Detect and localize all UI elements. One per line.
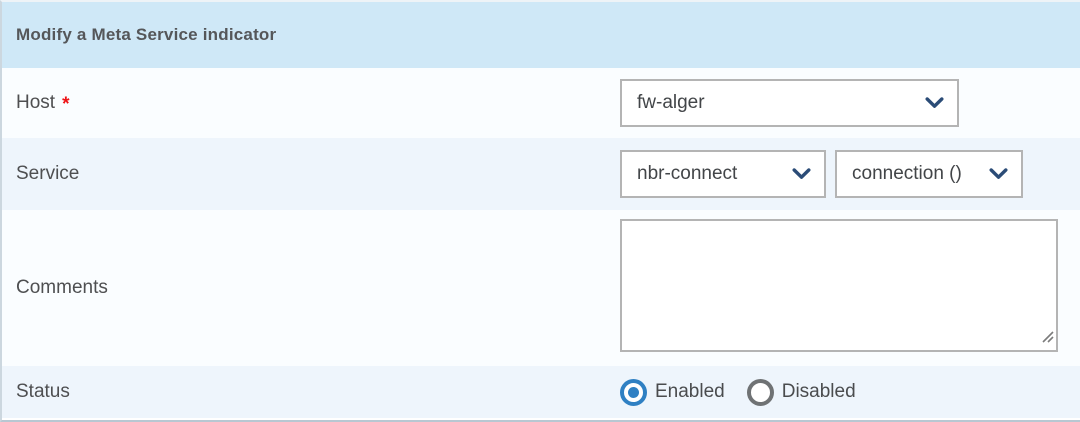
host-field-cell: fw-alger: [620, 79, 1080, 127]
comments-textarea-wrap: [620, 219, 1058, 352]
form-title: Modify a Meta Service indicator: [2, 2, 1080, 68]
service-row: Service nbr-connect connection (): [2, 138, 1080, 210]
comments-label-cell: Comments: [2, 277, 620, 299]
status-enabled-label: Enabled: [655, 381, 725, 402]
comments-textarea[interactable]: [620, 219, 1058, 352]
status-disabled-label: Disabled: [781, 381, 856, 402]
status-label-cell: Status: [2, 381, 620, 403]
host-row: Host * fw-alger: [2, 68, 1080, 138]
chevron-down-icon: [792, 168, 811, 180]
host-label: Host: [16, 92, 56, 113]
status-field-cell: Enabled Disabled: [620, 378, 1080, 406]
status-disabled-option[interactable]: Disabled: [746, 378, 856, 406]
status-enabled-option[interactable]: Enabled: [620, 378, 725, 406]
host-select[interactable]: fw-alger: [620, 79, 959, 127]
host-select-value: fw-alger: [637, 92, 705, 113]
comments-field-cell: [620, 210, 1080, 352]
metric-select[interactable]: connection (): [835, 150, 1023, 198]
service-label-cell: Service: [2, 163, 620, 185]
status-radio-group: Enabled Disabled: [620, 378, 856, 406]
chevron-down-icon: [989, 168, 1008, 180]
comments-row: Comments: [2, 210, 1080, 366]
comments-label: Comments: [16, 277, 108, 298]
service-label: Service: [16, 163, 80, 184]
service-field-cell: nbr-connect connection (): [620, 150, 1080, 198]
required-asterisk: *: [62, 94, 70, 115]
status-label: Status: [16, 381, 70, 402]
status-row: Status Enabled Disabled: [2, 366, 1080, 418]
service-select-value: nbr-connect: [637, 163, 738, 184]
metric-select-value: connection (): [852, 163, 962, 184]
radio-selected-icon[interactable]: [620, 378, 647, 406]
chevron-down-icon: [925, 97, 944, 109]
host-label-cell: Host *: [2, 92, 620, 115]
service-select[interactable]: nbr-connect: [620, 150, 826, 198]
radio-unselected-icon[interactable]: [746, 378, 774, 406]
